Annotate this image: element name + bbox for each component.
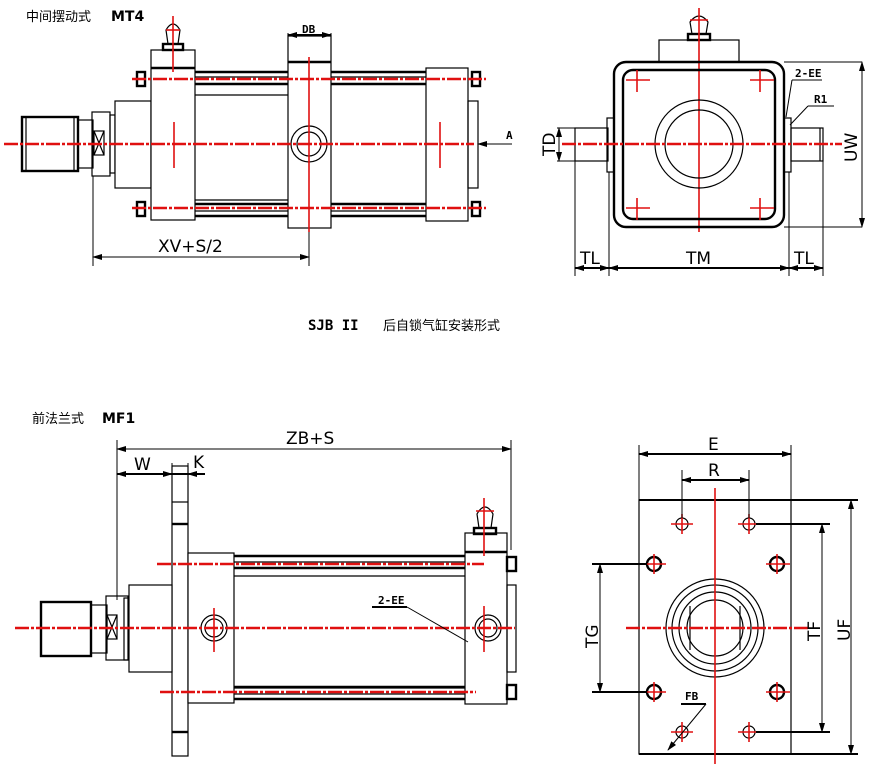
tie-rod-nut: [505, 683, 518, 701]
dim-r1: R1: [814, 93, 828, 106]
mf1-end-view: E R TG TF UF FB: [583, 435, 858, 764]
mt4-end-view: TD UW 2-EE R1 TL TM TL: [540, 8, 865, 276]
dim-uf: UF: [835, 619, 855, 641]
dim-k: K: [193, 453, 205, 473]
dim-e: E: [708, 435, 719, 455]
dim-w: W: [134, 455, 151, 475]
caption-text: 后自锁气缸安装形式: [383, 318, 500, 334]
dim-fb: FB: [685, 690, 699, 703]
dim-td: TD: [540, 133, 560, 157]
dim-xv: XV+S/2: [158, 237, 223, 257]
dim-db: DB: [302, 23, 316, 36]
dim-tl-right: TL: [793, 249, 814, 269]
dim-r: R: [708, 461, 720, 481]
mf1-title-cn: 前法兰式: [32, 411, 84, 427]
mf1-title-code: MF1: [102, 411, 135, 427]
dim-zb: ZB+S: [286, 429, 334, 449]
rear-head: [464, 532, 508, 705]
dim-tl-left: TL: [579, 249, 600, 269]
caption-code: SJB II: [308, 318, 359, 334]
dim-2-ee: 2-EE: [795, 67, 822, 80]
dim-2-ee: 2-EE: [378, 594, 405, 607]
mt4-title-cn: 中间摆动式: [26, 10, 91, 25]
tie-rod-nut: [505, 555, 518, 573]
dim-tf: TF: [805, 621, 825, 642]
figure-caption: SJB II 后自锁气缸安装形式: [308, 318, 500, 334]
dim-tm: TM: [685, 249, 711, 269]
front-head: [150, 49, 196, 221]
view-arrow-a: A: [506, 129, 513, 142]
mt4-side-view: 中间摆动式 MT4: [4, 9, 513, 266]
mt4-title-code: MT4: [111, 9, 144, 25]
front-flange: [171, 465, 189, 757]
dim-uw: UW: [842, 133, 862, 162]
lock-valve: [472, 526, 498, 536]
mf1-side-view: 前法兰式 MF1: [15, 411, 518, 757]
dim-tg: TG: [583, 624, 603, 649]
